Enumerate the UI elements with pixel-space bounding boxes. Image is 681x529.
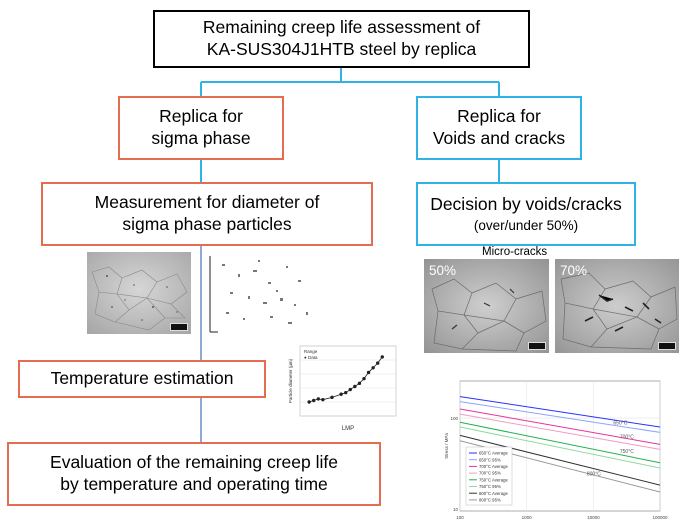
temperature-label: Temperature estimation	[50, 368, 234, 389]
decision-line-2: (over/under 50%)	[473, 217, 579, 233]
data-point	[321, 397, 325, 402]
measurement-box: Measurement for diameter of sigma phase …	[41, 182, 373, 246]
trend-line	[309, 356, 383, 403]
scale-bar	[528, 342, 546, 350]
legend-entry: 700°C 95%	[479, 471, 501, 476]
data-point	[380, 355, 384, 359]
scale-bar	[658, 342, 676, 350]
data-point	[357, 381, 362, 386]
sigma-micrograph-image	[87, 252, 191, 334]
series-line	[459, 426, 661, 469]
measurement-line-1: Measurement for diameter of	[94, 192, 320, 213]
legend-data: ● Data	[304, 355, 318, 360]
replica-voids-box: Replica for Voids and cracks	[416, 96, 582, 160]
temperature-annotation: 650°C	[613, 421, 627, 427]
replica-voids-line-1: Replica for	[457, 106, 541, 127]
decision-box: Decision by voids/cracks (over/under 50%…	[416, 182, 636, 246]
y-tick-label: 100	[450, 416, 458, 421]
legend-entry: 650°C 95%	[479, 457, 501, 462]
legend-entry: 750°C Average	[479, 477, 508, 482]
replica-sigma-box: Replica for sigma phase	[118, 96, 284, 160]
micro-crack-image-50: 50%	[424, 259, 549, 353]
connector-title-split	[201, 68, 499, 83]
legend-entry: 750°C 95%	[479, 484, 501, 489]
evaluation-box: Evaluation of the remaining creep life b…	[7, 442, 381, 506]
series-line	[459, 434, 661, 486]
legend-entry: 800°C Average	[479, 491, 508, 496]
y-axis-label: Stress / MPa	[444, 433, 449, 459]
x-tick-label: 10000	[587, 515, 600, 520]
data-point	[339, 392, 343, 396]
micro-cracks-label: Micro-cracks	[482, 246, 548, 258]
temperature-estimation-box: Temperature estimation	[18, 360, 266, 398]
data-point	[353, 384, 357, 389]
temperature-annotation: 750°C	[620, 449, 634, 455]
title-line-1: Remaining creep life assessment of	[202, 17, 481, 38]
y-axis-label: Particle diameter (µm)	[288, 358, 293, 403]
x-tick-label: 1000	[522, 515, 533, 520]
legend-entry: 650°C Average	[479, 451, 508, 456]
legend-range: Range	[304, 349, 318, 354]
replica-sigma-line-2: sigma phase	[151, 128, 251, 148]
creep-rupture-chart: 100 1000 10000 100000 100 10 Stress / MPa 650°C…	[444, 380, 668, 520]
evaluation-line-2: by temperature and operating time	[60, 474, 328, 494]
evaluation-line-1: Evaluation of the remaining creep life	[50, 452, 338, 473]
data-point	[307, 400, 311, 404]
title-line-2: KA-SUS304J1HTB steel by replica	[206, 39, 477, 59]
data-point	[366, 370, 371, 375]
data-point	[362, 376, 366, 381]
micro-crack-70-label: 70%	[560, 263, 588, 278]
temperature-annotation: 700°C	[620, 435, 634, 441]
replica-voids-line-2: Voids and cracks	[432, 128, 566, 148]
assessment-title-box: Remaining creep life assessment of KA-SU…	[153, 10, 530, 68]
micro-crack-50-label: 50%	[429, 263, 457, 278]
data-point	[312, 398, 316, 403]
x-axis-label: LMP	[342, 426, 354, 432]
x-tick-label: 100000	[652, 515, 668, 520]
series-line	[459, 408, 661, 445]
scale-bar	[170, 323, 188, 331]
data-point	[348, 387, 352, 392]
y-tick-label: 10	[453, 507, 459, 512]
measurement-line-2: sigma phase particles	[122, 214, 292, 234]
series-line	[459, 413, 661, 450]
legend-entry: 800°C 95%	[479, 498, 501, 503]
series-line	[459, 396, 661, 428]
series-line	[459, 421, 661, 464]
data-point	[330, 395, 334, 400]
sigma-binarized-image	[208, 252, 318, 334]
data-point	[376, 361, 380, 365]
temperature-annotation: 800°C	[587, 472, 601, 478]
legend-entry: 700°C Average	[479, 464, 508, 469]
decision-line-1: Decision by voids/cracks	[430, 193, 622, 214]
x-tick-label: 100	[456, 515, 464, 520]
data-point	[316, 397, 320, 401]
series-line	[459, 401, 661, 433]
micro-crack-image-70: 70%	[555, 259, 679, 353]
plot-area	[299, 345, 397, 417]
legend-box	[465, 446, 513, 506]
data-point	[344, 390, 348, 395]
replica-sigma-line-1: Replica for	[159, 106, 243, 127]
data-point	[371, 366, 375, 370]
